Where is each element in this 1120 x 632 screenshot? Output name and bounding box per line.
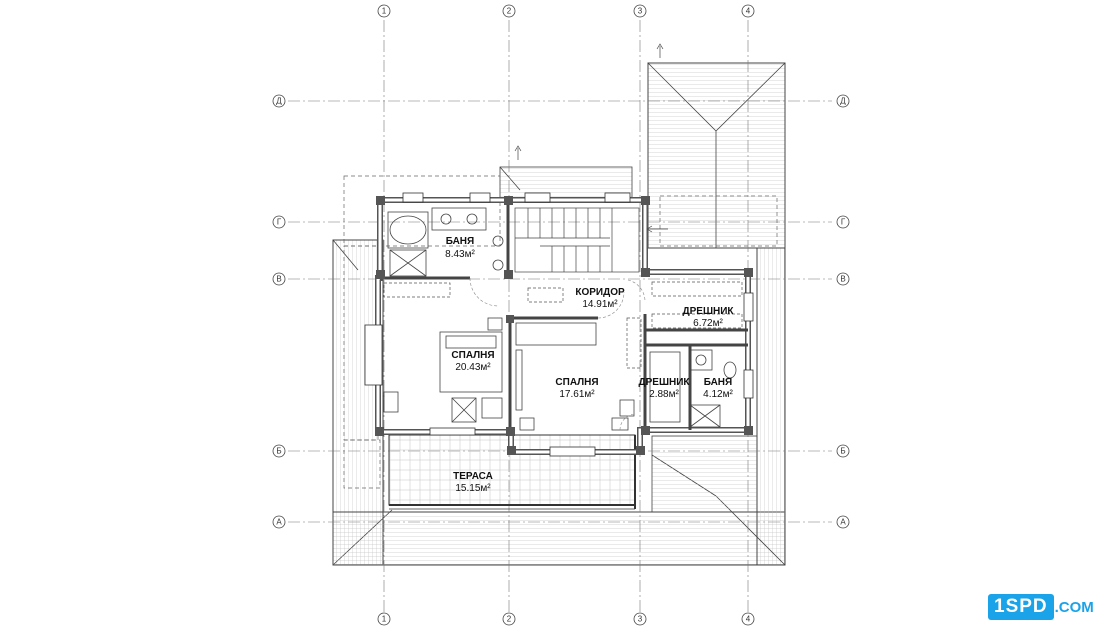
axis-col-3-top: 3 <box>638 7 643 16</box>
axis-col-1-bottom: 1 <box>382 615 387 624</box>
axis-col-1-top: 1 <box>382 7 387 16</box>
wall-columns <box>375 196 753 455</box>
room-name-terrace: ТЕРАСА <box>453 471 493 482</box>
room-name-closet-1: ДРЕШНИК <box>682 306 734 317</box>
room-area-corridor: 14.91м² <box>582 299 618 310</box>
axis-row-g-left: Г <box>277 218 282 227</box>
room-name-bath-1: БАНЯ <box>446 236 474 247</box>
room-name-corridor: КОРИДОР <box>575 287 625 298</box>
axis-col-2-top: 2 <box>507 7 512 16</box>
room-area-bedroom-2: 17.61м² <box>559 389 595 400</box>
room-name-bedroom-1: СПАЛНЯ <box>451 350 494 361</box>
axis-row-v-left: В <box>276 275 281 284</box>
room-area-bedroom-1: 20.43м² <box>455 362 491 373</box>
axis-row-a-right: А <box>840 518 846 527</box>
room-area-terrace: 15.15м² <box>455 483 491 494</box>
interior-walls <box>380 200 748 432</box>
wardrobes <box>383 281 743 369</box>
room-area-bath-1: 8.43м² <box>445 249 475 260</box>
windows <box>364 192 754 457</box>
overhang-outline <box>343 175 778 489</box>
axis-row-b-left: Б <box>276 447 281 456</box>
furniture <box>383 317 635 431</box>
bath-fixtures <box>387 207 737 428</box>
axis-row-b-right: Б <box>840 447 845 456</box>
room-area-bath-2: 4.12м² <box>703 389 733 400</box>
axis-col-3-bottom: 3 <box>638 615 643 624</box>
axis-col-2-bottom: 2 <box>507 615 512 624</box>
room-name-bath-2: БАНЯ <box>704 377 732 388</box>
brand-logo: 1SPD .COM <box>988 592 1094 622</box>
staircase <box>514 207 640 273</box>
axis-row-v-right: В <box>840 275 845 284</box>
door-swings <box>469 277 646 431</box>
axis-row-a-left: А <box>276 518 282 527</box>
room-area-closet-1: 6.72м² <box>693 318 723 329</box>
logo-suffix: .COM <box>1054 598 1094 616</box>
axis-row-d-right: Д <box>840 97 846 106</box>
logo-mark: 1SPD <box>988 594 1054 620</box>
room-name-bedroom-2: СПАЛНЯ <box>555 377 598 388</box>
axis-row-d-left: Д <box>276 97 282 106</box>
axis-col-4-top: 4 <box>746 7 751 16</box>
room-area-closet-2: 2.88м² <box>649 389 679 400</box>
section-markers <box>514 43 668 233</box>
axis-col-4-bottom: 4 <box>746 615 751 624</box>
room-name-closet-2: ДРЕШНИК <box>638 377 690 388</box>
axis-markers <box>272 4 850 626</box>
axis-row-g-right: Г <box>841 218 846 227</box>
roof-areas <box>332 62 786 566</box>
